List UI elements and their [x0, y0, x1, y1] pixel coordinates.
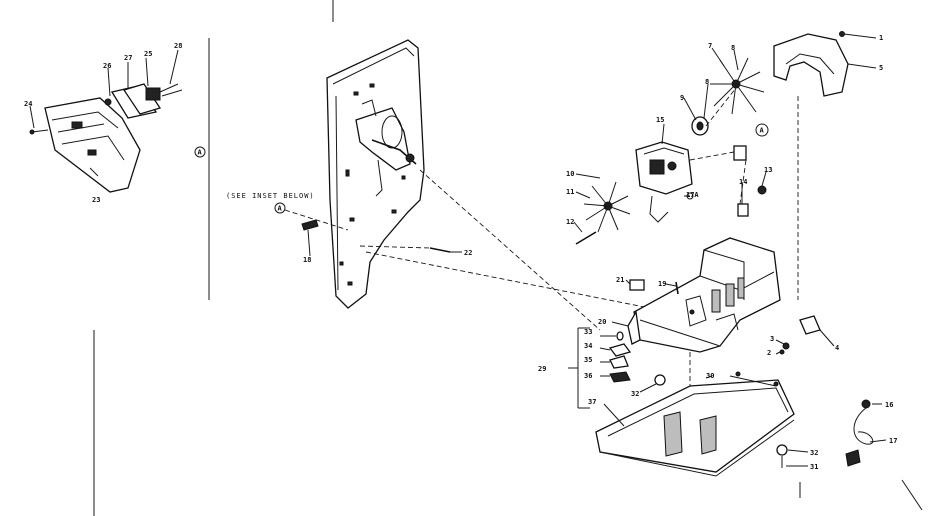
washer-3 — [782, 342, 790, 350]
bracket-14-upper — [733, 145, 747, 161]
label-29: 29 — [538, 365, 546, 373]
label-18: 18 — [303, 256, 311, 264]
nut-13 — [757, 185, 767, 195]
label-21: 21 — [616, 276, 624, 284]
part-32-left — [654, 374, 666, 386]
part-32-right — [776, 444, 788, 456]
callout-circle-a — [194, 146, 206, 158]
block-21 — [629, 279, 645, 291]
label-36: 36 — [584, 372, 592, 380]
label-20: 20 — [598, 318, 606, 326]
cover-5 — [773, 31, 849, 97]
power-cord-17 — [845, 399, 874, 467]
label-3: 3 — [770, 335, 774, 343]
motor-15 — [635, 141, 694, 223]
label-16: 16 — [885, 401, 893, 409]
label-7: 7 — [708, 42, 712, 50]
label-4: 4 — [835, 344, 839, 352]
label-11: 11 — [566, 188, 574, 196]
label-19: 19 — [658, 280, 666, 288]
label-15: 15 — [656, 116, 664, 124]
base-tray-37 — [595, 371, 795, 477]
screw-22 — [429, 247, 451, 253]
label-25: 25 — [144, 50, 152, 58]
frame-corner-tick — [901, 479, 923, 511]
label-10: 10 — [566, 170, 574, 178]
label-1: 1 — [879, 34, 883, 42]
label-35: 35 — [584, 356, 592, 364]
label-31: 31 — [810, 463, 818, 471]
bracket-assembly-23 — [29, 97, 141, 193]
callout-circle-a-panel — [274, 202, 286, 214]
label-32: 32 — [631, 390, 639, 398]
label-30: 30 — [706, 372, 714, 380]
label-26: 26 — [103, 62, 111, 70]
label-8: 8 — [731, 44, 735, 52]
callout-a-motor-text: A — [760, 127, 765, 135]
chassis — [633, 237, 781, 353]
label-2: 2 — [767, 349, 771, 357]
callout-a-panel-text: A — [278, 205, 283, 213]
nut-2 — [779, 349, 785, 355]
label-24: 24 — [24, 100, 32, 108]
mounting-panel — [326, 39, 425, 309]
label-14: 14 — [739, 178, 747, 186]
label-8b: 8 — [705, 78, 709, 86]
lower-fan-11 — [575, 181, 631, 245]
upper-fan-7 — [710, 57, 765, 115]
screw-18 — [301, 219, 319, 231]
label-34: 34 — [584, 342, 592, 350]
label-9: 9 — [680, 94, 684, 102]
screw-19 — [675, 281, 679, 295]
label-27: 27 — [124, 54, 132, 62]
label-13: 13 — [764, 166, 772, 174]
label-23: 23 — [92, 196, 100, 204]
bracket-14-lower — [737, 203, 749, 217]
label-33: 33 — [584, 328, 592, 336]
label-12: 12 — [566, 218, 574, 226]
label-17: 17 — [889, 437, 897, 445]
label-22: 22 — [464, 249, 472, 257]
parts-stack-33-36 — [568, 327, 632, 409]
part-4 — [799, 315, 821, 335]
leader-lines — [29, 33, 887, 498]
label-32b: 32 — [810, 449, 818, 457]
label-28: 28 — [174, 42, 182, 50]
label-5: 5 — [879, 64, 883, 72]
bracket-parts-25-28 — [104, 83, 183, 119]
label-17a: 17A — [686, 191, 699, 199]
callout-a-text: A — [198, 149, 203, 157]
inset-note: (SEE INSET BELOW) — [226, 192, 315, 200]
label-37: 37 — [588, 398, 596, 406]
callout-circle-a-motor — [755, 123, 769, 137]
part-labels: 1 2 3 4 5 7 8 8 9 10 11 12 13 14 15 16 1… — [24, 34, 897, 471]
rail-20 — [627, 310, 641, 345]
hub-9 — [691, 116, 709, 136]
